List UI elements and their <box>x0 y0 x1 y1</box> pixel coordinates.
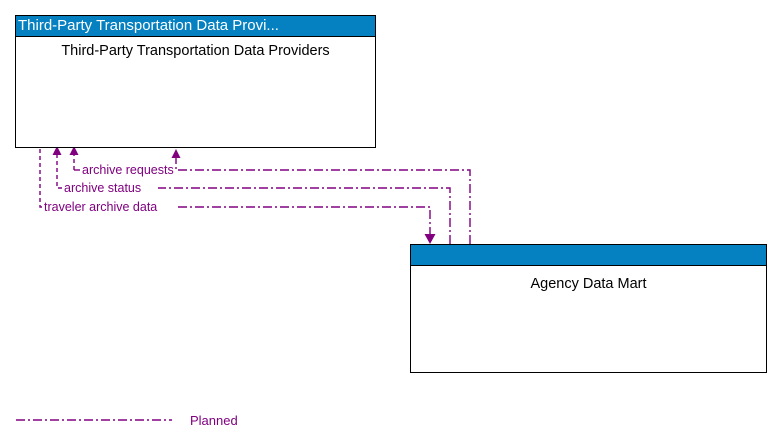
flow-label-traveler-archive-data: traveler archive data <box>44 200 158 214</box>
flow-traveler-archive-data[interactable] <box>39 149 436 244</box>
node-agency-data-mart[interactable]: Agency Data Mart <box>410 244 767 373</box>
flow-traveler-archive-data-arrowhead <box>424 234 436 244</box>
node-third-party-label: Third-Party Transportation Data Provider… <box>61 43 330 59</box>
node-agency-data-mart-titlebar <box>411 245 766 266</box>
flow-archive-requests-riser-arrowhead <box>69 146 79 155</box>
node-third-party-transportation-data-providers[interactable]: Third-Party Transportation Data Provi...… <box>15 15 376 148</box>
node-third-party-titlebar: Third-Party Transportation Data Provi... <box>16 16 375 37</box>
flow-traveler-archive-data-line <box>178 206 431 238</box>
flow-traveler-archive-data-riser <box>39 149 42 208</box>
flow-archive-status-line <box>158 187 451 244</box>
flow-label-archive-status: archive status <box>64 181 142 195</box>
flow-archive-status-arrowhead <box>52 146 62 155</box>
flow-archive-requests-line <box>175 155 471 244</box>
flow-archive-status-riser <box>56 152 62 189</box>
flow-archive-requests[interactable] <box>80 149 471 244</box>
flow-archive-status[interactable] <box>52 146 451 244</box>
flow-archive-requests-arrowhead <box>171 149 181 158</box>
flow-label-archive-requests: archive requests <box>82 163 174 177</box>
legend-label-planned: Planned <box>190 413 238 428</box>
node-agency-data-mart-label: Agency Data Mart <box>530 276 647 292</box>
flow-archive-requests-riser <box>69 146 80 171</box>
